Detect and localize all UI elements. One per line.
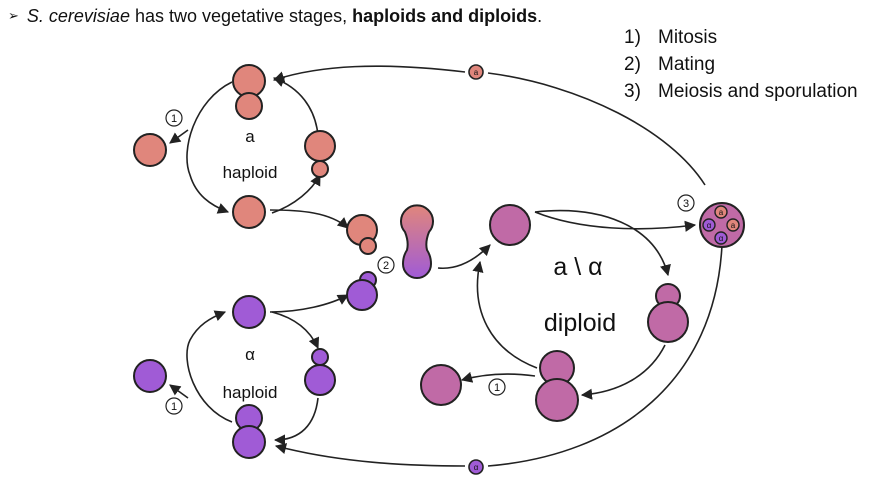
step-marker-circle	[165, 397, 183, 415]
legend-item-meiosis: 3)Meiosis and sporulation	[624, 81, 858, 102]
arrow-bullet-icon: ➢	[8, 8, 19, 23]
step-legend: 1)Mitosis 2)Mating 3)Meiosis and sporula…	[624, 24, 858, 105]
diploid-to-ascus-arrow	[534, 211, 697, 232]
diploid-mitosis-arrow	[460, 371, 536, 383]
diploid-cell-daughter	[420, 364, 462, 406]
a-cell-bottom	[232, 195, 266, 229]
a-mitosis-arrow	[169, 129, 189, 144]
diploid-cycle-arrow-right	[534, 209, 671, 277]
a-spore	[468, 64, 484, 80]
header-end: .	[537, 6, 543, 26]
a-cell-right	[304, 130, 336, 162]
step-marker-circle	[677, 194, 695, 212]
ascus-to-alpha-spore-arc	[487, 244, 723, 467]
a-bud-top	[235, 92, 263, 120]
zygote-cell	[400, 204, 434, 279]
a-cycle-arrow-down	[186, 81, 233, 214]
sporulation-marker: 3	[683, 198, 689, 210]
a-cell-daughter	[133, 133, 167, 167]
alpha-mitosis-arrow	[169, 384, 189, 399]
zygote-to-diploid-arrow	[437, 244, 491, 270]
a-haploid-label: haploid	[223, 163, 278, 182]
ascus-to-a-spore-arc	[487, 72, 706, 186]
ascus-spore-alpha-bottom	[714, 231, 728, 245]
a-shmoo-tip	[359, 237, 377, 255]
alpha-cell-top	[232, 295, 266, 329]
step-marker-circle	[165, 109, 183, 127]
alpha-spore	[468, 459, 484, 475]
header-bullet-line: ➢ S. cerevisiae has two vegetative stages…	[8, 6, 542, 27]
a-spore-to-a-cell-arrow	[272, 65, 466, 83]
diploid-cycle-arrow-bottom	[580, 344, 666, 400]
a-cycle-arrow-bud	[271, 174, 321, 214]
alpha-bud-right	[311, 348, 329, 366]
alpha-mating-type-label: α	[245, 345, 255, 364]
alpha-cycle-arrow-up	[186, 310, 233, 423]
a-to-mating-arrow	[269, 209, 349, 229]
species-name: S. cerevisiae	[26, 6, 130, 26]
diploid-bud-bottom	[535, 378, 579, 422]
alpha-spore-to-alpha-cell-arrow	[274, 443, 466, 467]
header-bold-text: haploids and diploids	[352, 6, 538, 26]
legend-item-mitosis: 1)Mitosis	[624, 27, 718, 48]
ascus-spore-a-top	[714, 205, 728, 219]
diploid-label: diploid	[544, 309, 616, 337]
ascus-spore-alpha-left	[702, 218, 716, 232]
alpha-spore-label: α	[474, 463, 479, 472]
mating-marker: 2	[383, 260, 389, 272]
a-spore-label: a	[474, 68, 479, 77]
step-marker-circle	[377, 256, 395, 274]
diploid-cell-top	[489, 204, 531, 246]
diploid-cycle-arrow-left	[472, 260, 538, 369]
alpha-cell-shmoo	[346, 279, 378, 311]
a-cycle-arrow-up	[272, 76, 319, 136]
ascus-spore-label-alpha2: α	[719, 234, 724, 243]
step-marker-circle	[488, 378, 506, 396]
ascus	[699, 202, 745, 248]
alpha-cycle-arrow-down	[273, 397, 319, 446]
a-mating-type-label: a	[245, 127, 255, 146]
diploid-mitosis-marker: 1	[494, 382, 500, 394]
ascus-spore-label-a1: a	[719, 208, 724, 217]
ascus-spore-label-alpha1: α	[707, 221, 712, 230]
alpha-cell-right	[304, 364, 336, 396]
alpha-to-mating-arrow	[269, 294, 349, 313]
legend-item-mating: 2)Mating	[624, 54, 716, 75]
alpha-haploid-label: haploid	[223, 383, 278, 402]
diploid-cell-right	[647, 301, 689, 343]
alpha-mitosis-marker: 1	[171, 401, 177, 413]
a-bud-right	[311, 160, 329, 178]
diploid-mating-type-label: a \ α	[553, 253, 602, 281]
ascus-spore-label-a2: a	[731, 221, 736, 230]
alpha-cycle-arrow-bud	[271, 311, 320, 350]
alpha-cell-daughter	[133, 359, 167, 393]
header-text: has two vegetative stages,	[129, 6, 353, 26]
a-mitosis-marker: 1	[171, 113, 177, 125]
ascus-spore-a-right	[726, 218, 740, 232]
alpha-cell-bottom	[232, 425, 266, 459]
